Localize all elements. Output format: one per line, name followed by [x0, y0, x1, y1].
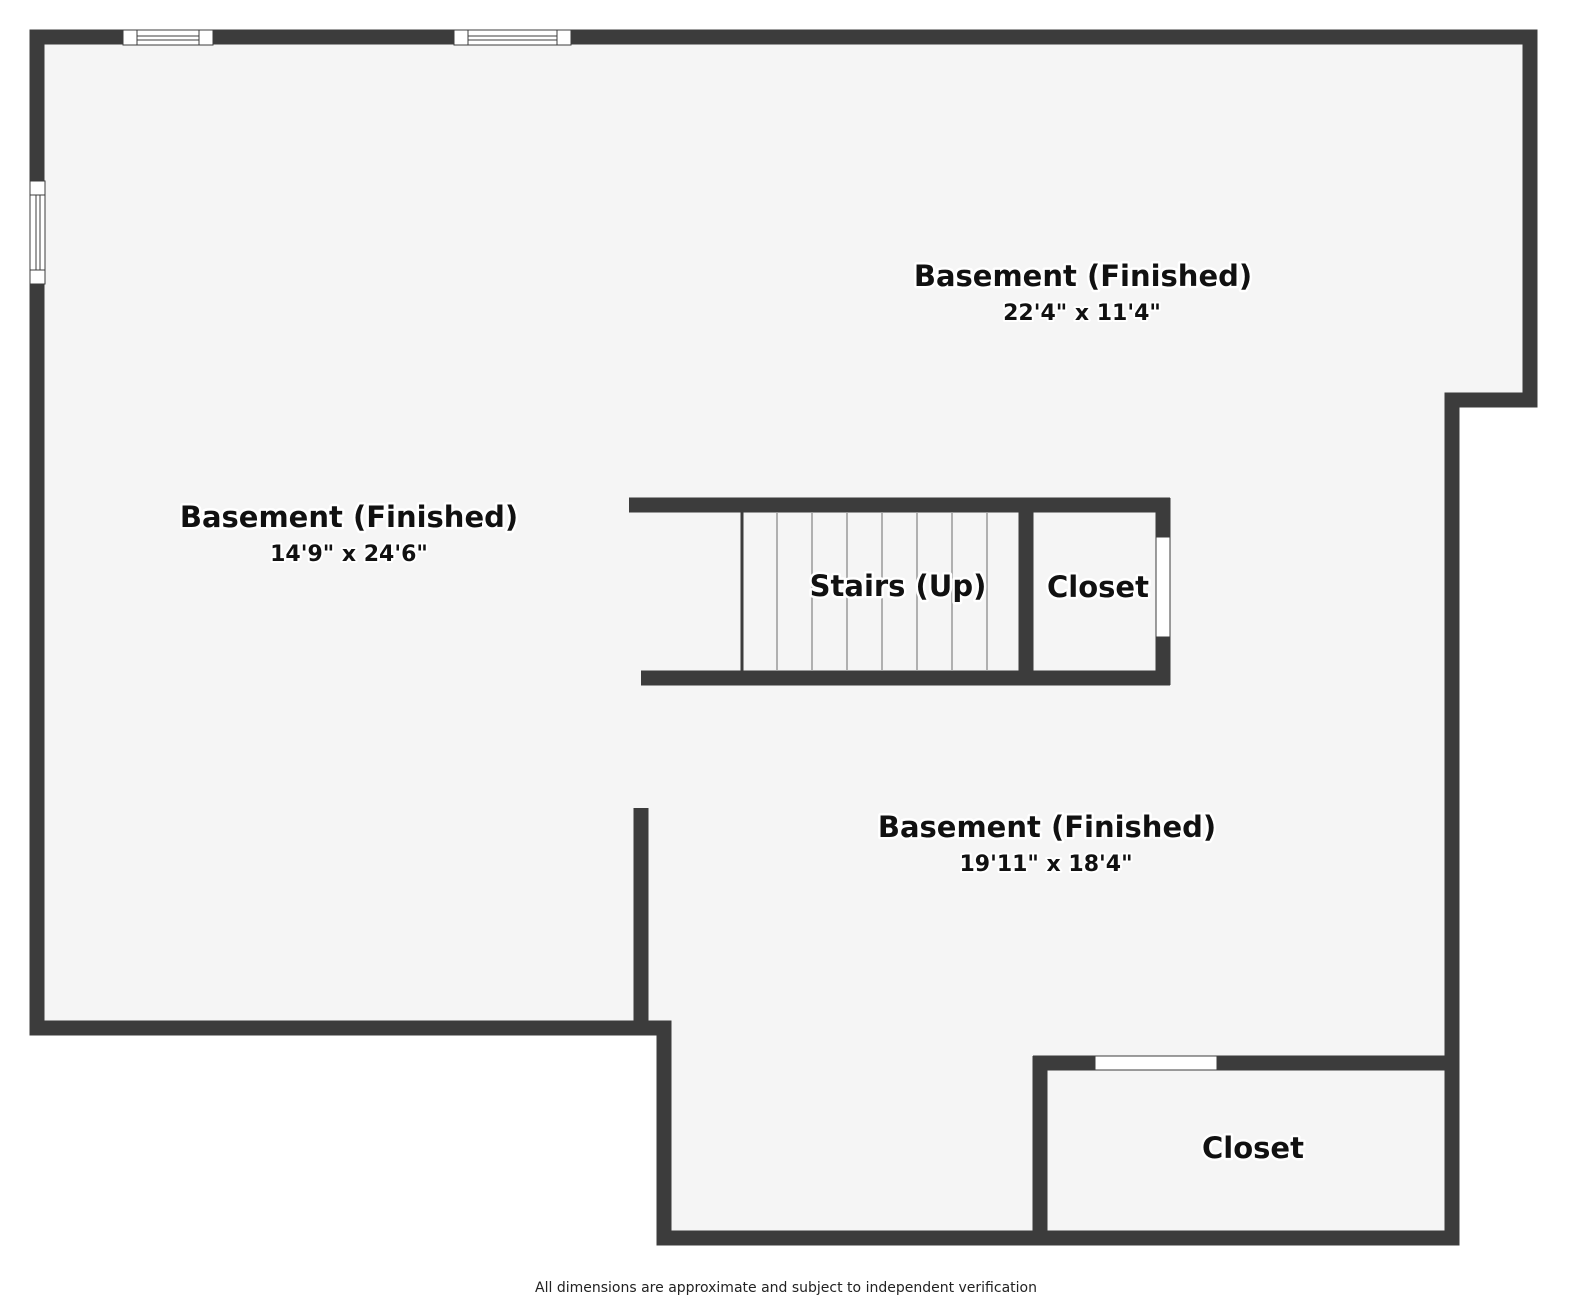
window-top-left	[122, 29, 214, 46]
exterior-wall	[29, 29, 1538, 1246]
room-label-left-name: Basement (Finished)	[180, 500, 518, 534]
room-label-left-dimensions: 14'9" x 24'6"	[270, 542, 428, 567]
room-label-upper-right-name: Basement (Finished)	[914, 259, 1252, 293]
room-label-upper-closet-name: Closet	[1047, 570, 1149, 604]
room-label-upper-right-dimensions: 22'4" x 11'4"	[1003, 301, 1161, 326]
exterior-walls	[29, 29, 1538, 1246]
closet-opening-upper	[1155, 536, 1171, 638]
floor-area	[37, 37, 1530, 1238]
window-left	[29, 180, 46, 285]
disclaimer-text: All dimensions are approximate and subje…	[535, 1280, 1037, 1296]
room-label-lower-dimensions: 19'11" x 18'4"	[959, 852, 1132, 877]
stair-treads	[740, 512, 988, 671]
closet-opening-lower	[1094, 1055, 1218, 1071]
room-label-stairs-name: Stairs (Up)	[810, 569, 987, 603]
room-label-lower-closet-name: Closet	[1202, 1131, 1304, 1165]
window-top-center	[453, 29, 572, 46]
room-label-lower-name: Basement (Finished)	[878, 810, 1216, 844]
